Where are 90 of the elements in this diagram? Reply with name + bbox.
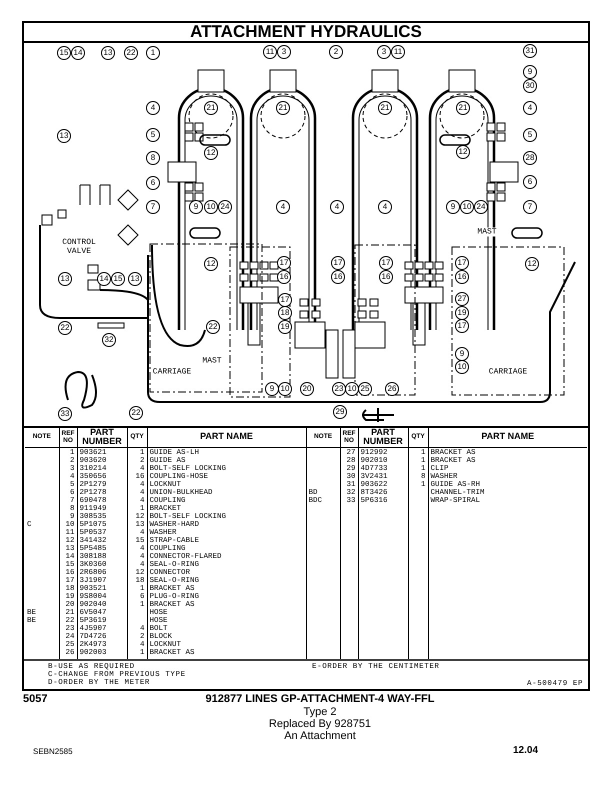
- publication-number: SEBN2585: [33, 747, 73, 756]
- assembly-title: 912877 LINES GP-ATTACHMENT-4 WAY-FFL: [204, 693, 436, 705]
- callout-number: 14: [71, 46, 85, 60]
- callout-number: 19: [455, 306, 469, 320]
- callout-number: 22: [206, 320, 220, 334]
- callout-number: 2: [329, 45, 343, 59]
- callout-number: 22: [124, 46, 138, 60]
- part-label: CARRIAGE: [488, 368, 528, 376]
- callout-number: 17: [331, 256, 345, 270]
- callout-number: 16: [379, 270, 393, 284]
- callout-number: 13: [128, 272, 142, 286]
- callout-number: 8: [146, 151, 160, 165]
- callout-number: 4: [330, 200, 344, 214]
- column-header: PART NUMBER: [358, 427, 408, 447]
- callout-number: 12: [525, 257, 539, 271]
- callout-number: 16: [455, 270, 469, 284]
- callout-number: 21: [378, 101, 392, 115]
- callout-number: 30: [523, 79, 537, 93]
- callout-number: 25: [358, 382, 372, 396]
- callout-number: 10: [204, 200, 218, 214]
- callout-number: 17: [455, 256, 469, 270]
- callout-number: 32: [102, 333, 116, 347]
- callout-number: 20: [300, 382, 314, 396]
- callout-number: 22: [58, 321, 72, 335]
- callout-number: 5: [146, 128, 160, 142]
- callout-number: 23: [332, 382, 346, 396]
- callout-number: 31: [523, 44, 537, 58]
- callout-number: 4: [276, 200, 290, 214]
- callout-number: 7: [146, 200, 160, 214]
- callout-number: 4: [146, 101, 160, 115]
- callout-number: 11: [263, 45, 277, 59]
- callout-number: 33: [58, 407, 72, 421]
- type-label: Type 2: [302, 706, 338, 718]
- page-number: 5057: [23, 693, 48, 705]
- callout-number: 10: [278, 382, 292, 396]
- callout-number: 10: [455, 360, 469, 374]
- callout-number: 12: [456, 145, 470, 159]
- callout-number: 17: [278, 293, 292, 307]
- column-header: PART NUMBER: [77, 427, 127, 447]
- callout-number: 21: [456, 101, 470, 115]
- callout-number: 13: [57, 129, 71, 143]
- part-label: MAST: [202, 356, 222, 366]
- callout-number: 21: [204, 101, 218, 115]
- callout-number: 26: [385, 382, 399, 396]
- callout-number: 9: [189, 200, 203, 214]
- column-header: PART NAME: [147, 427, 306, 447]
- callout-number: 12: [204, 146, 218, 160]
- revision-number: 12.04: [513, 745, 538, 756]
- callout-number: 10: [345, 382, 359, 396]
- callout-number: 29: [333, 405, 347, 419]
- callout-number: 24: [218, 200, 232, 214]
- callout-number: 16: [277, 270, 291, 284]
- callout-number: 27: [455, 292, 469, 306]
- callout-number: 17: [277, 256, 291, 270]
- callout-number: 12: [204, 257, 218, 271]
- callout-number: 6: [523, 175, 537, 189]
- callout-number: 5: [523, 128, 537, 142]
- callout-number: 4: [378, 200, 392, 214]
- callout-number: 11: [391, 45, 405, 59]
- callout-number: 1: [146, 46, 160, 60]
- page-title: ATTACHMENT HYDRAULICS: [189, 22, 423, 42]
- callout-number: 15: [57, 46, 71, 60]
- callout-number: 17: [379, 256, 393, 270]
- callout-number: 24: [474, 200, 488, 214]
- description: An Attachment: [283, 730, 357, 742]
- callout-number: 7: [523, 200, 537, 214]
- callout-number: 28: [523, 151, 537, 165]
- part-label: CARRIAGE: [152, 368, 192, 376]
- callout-number: 16: [331, 270, 345, 284]
- callout-number: 17: [455, 319, 469, 333]
- callout-number: 3: [277, 45, 291, 59]
- part-label: MAST: [477, 228, 497, 236]
- callout-number: 15: [111, 272, 125, 286]
- callout-number: 3: [377, 45, 391, 59]
- callout-number: 9: [455, 347, 469, 361]
- callout-number: 10: [460, 200, 474, 214]
- callout-number: 6: [146, 176, 160, 190]
- callout-number: 14: [97, 272, 111, 286]
- callout-number: 4: [523, 101, 537, 115]
- callout-number: 19: [278, 320, 292, 334]
- callout-number: 9: [446, 200, 460, 214]
- callout-number: 13: [58, 272, 72, 286]
- callout-number: 9: [265, 382, 279, 396]
- callout-number: 21: [276, 101, 290, 115]
- callout-number: 9: [523, 65, 537, 79]
- callout-number: 18: [278, 306, 292, 320]
- callout-number: 22: [129, 406, 143, 420]
- column-header: PART NAME: [428, 427, 587, 447]
- replacement-note: Replaced By 928751: [268, 718, 372, 730]
- callout-number: 13: [101, 46, 115, 60]
